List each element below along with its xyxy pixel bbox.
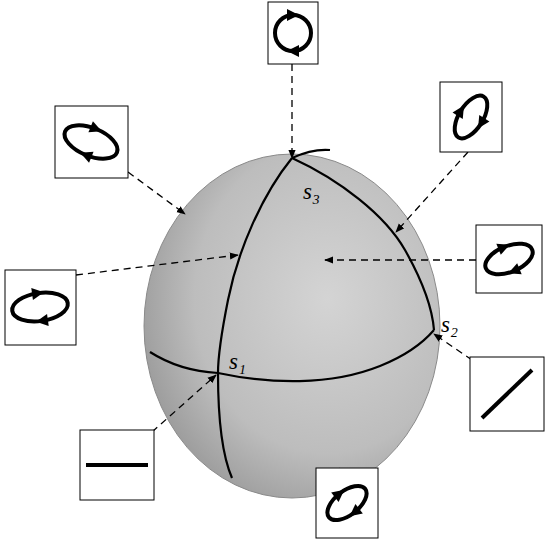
state-box <box>476 225 542 293</box>
linear-polarization <box>482 370 532 418</box>
leader-line <box>76 255 238 275</box>
leader-line <box>152 375 216 432</box>
polarization-ellipse <box>321 479 372 526</box>
axis-label: s₁ <box>229 350 246 373</box>
rotation-arrow <box>80 152 93 163</box>
rotation-arrow <box>453 106 464 119</box>
meridian <box>218 158 292 478</box>
rotation-arrow <box>331 490 344 502</box>
state-box <box>268 2 318 64</box>
ellipse-outline <box>60 119 122 166</box>
meridian <box>292 150 330 158</box>
leader-line <box>128 172 185 214</box>
ellipse-outline <box>481 238 537 281</box>
polarization-ellipse <box>10 288 69 326</box>
rotation-arrow <box>287 9 299 21</box>
ellipse-outline <box>321 479 372 526</box>
state-box <box>470 357 544 431</box>
rotation-arrow <box>88 121 101 132</box>
state-box <box>5 270 76 345</box>
rotation-arrow <box>478 115 489 128</box>
rotation-arrow <box>350 504 363 516</box>
polarization-ellipse <box>60 119 122 166</box>
rotation-arrow <box>287 45 299 57</box>
state-box <box>440 82 502 152</box>
axis-label: s₃ <box>303 180 320 203</box>
polarization-ellipse <box>448 90 494 143</box>
rotation-arrow <box>36 314 49 326</box>
polarization-ellipse <box>275 9 311 57</box>
ellipse-outline <box>448 90 494 143</box>
rotation-arrow <box>496 244 509 255</box>
leader-line <box>396 152 468 232</box>
rotation-arrow <box>508 263 521 274</box>
state-box <box>55 106 128 178</box>
rotation-arrow <box>31 288 44 300</box>
ellipse-outline <box>275 15 311 51</box>
leader-line <box>291 64 292 158</box>
state-box <box>316 468 378 538</box>
leader-line <box>434 334 472 360</box>
polarization-ellipse <box>481 238 537 281</box>
leader-line <box>325 259 476 260</box>
sphere <box>144 154 440 498</box>
state-box <box>80 430 154 500</box>
meridian <box>292 158 434 330</box>
axis-label: s₂ <box>441 313 458 336</box>
linear-polarization <box>86 463 148 467</box>
equator <box>150 330 434 381</box>
